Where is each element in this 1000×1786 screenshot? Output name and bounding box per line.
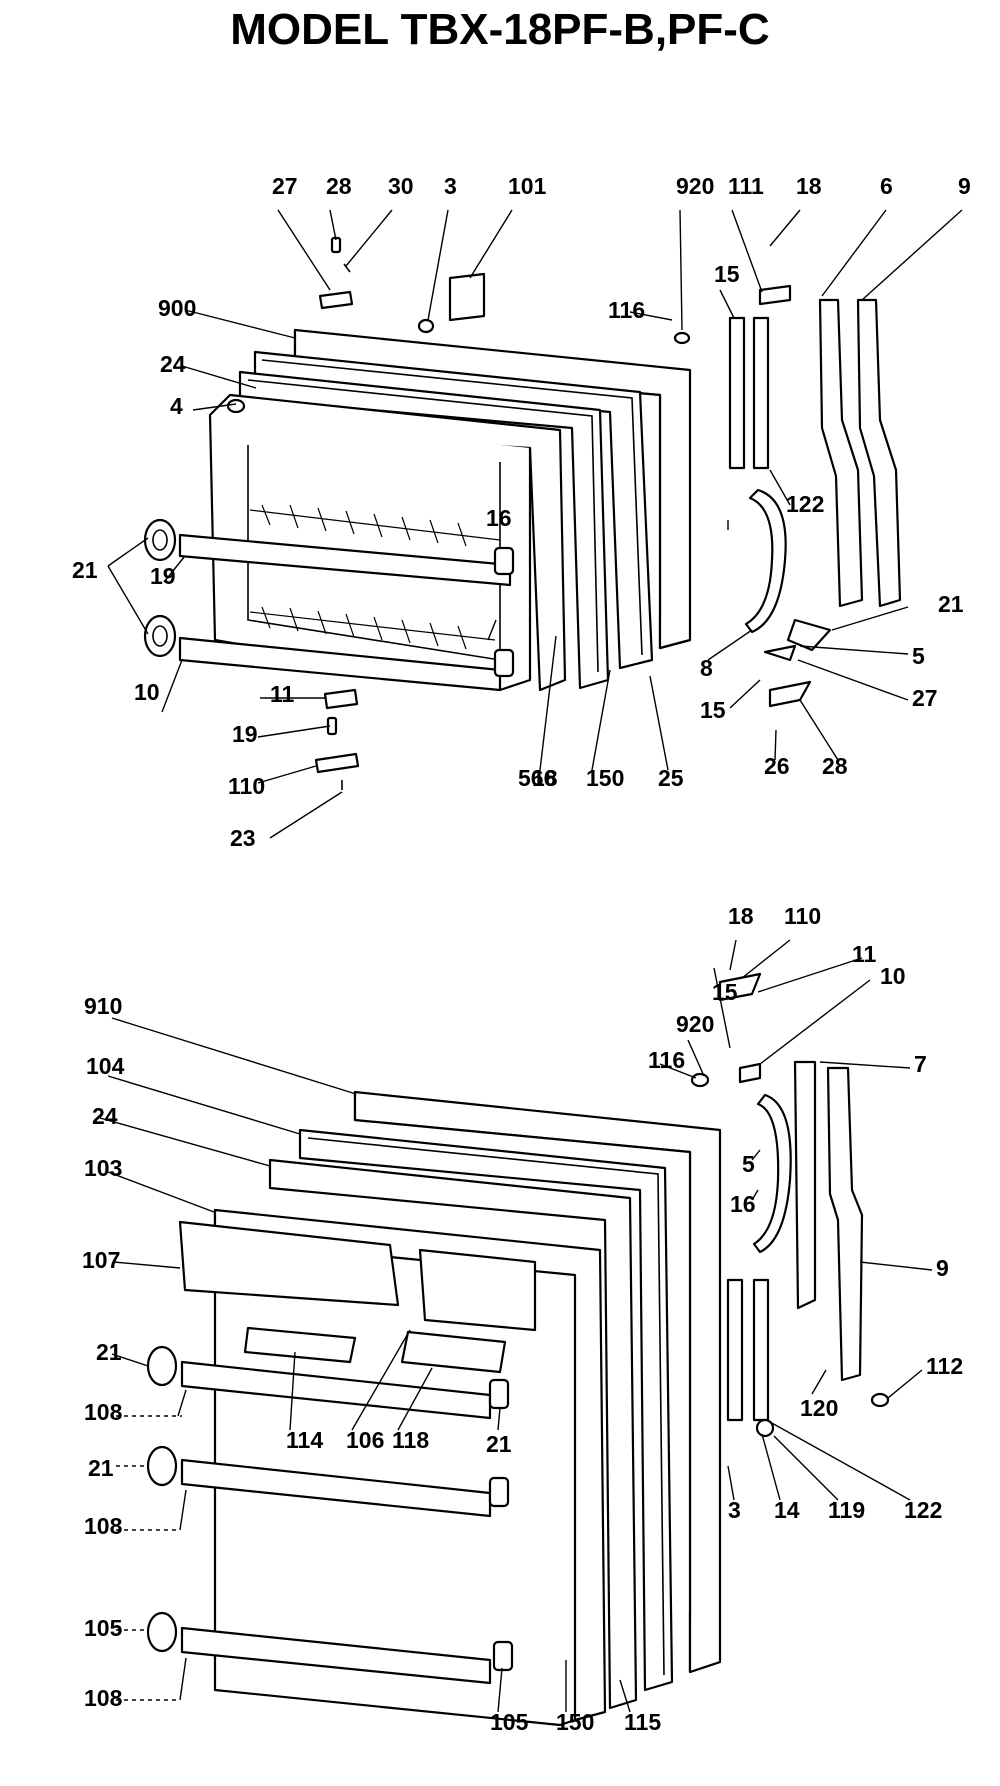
fresh-food-door-assembly <box>146 972 890 1727</box>
freezer-callout-116: 116 <box>608 297 645 323</box>
freezer-callout-8: 8 <box>700 655 713 681</box>
fresh-food-callout-3: 3 <box>728 1497 741 1523</box>
fresh-food-callout-104: 104 <box>86 1053 125 1079</box>
freezer-door-assembly <box>143 236 902 790</box>
freezer-callout-25: 25 <box>658 765 684 791</box>
freezer-callout-111: 111 <box>728 173 764 199</box>
freezer-callout-4: 4 <box>170 393 183 419</box>
freezer-callout-900: 900 <box>158 295 196 321</box>
freezer-callout-3: 3 <box>444 173 457 199</box>
fresh-food-callout-120: 120 <box>800 1395 838 1421</box>
fresh-food-callout-9: 9 <box>936 1255 949 1281</box>
fresh-food-callout-105: 105 <box>84 1615 123 1641</box>
fresh-food-callout-24: 24 <box>92 1103 118 1129</box>
freezer-callout-21: 21 <box>72 557 98 583</box>
freezer-callout-566: 566 <box>518 765 556 791</box>
fresh-food-callout-108: 108 <box>84 1399 123 1425</box>
freezer-callout-23: 23 <box>230 825 256 851</box>
fresh-food-callout-920: 920 <box>676 1011 714 1037</box>
fresh-food-callout-106: 106 <box>346 1427 384 1453</box>
fresh-food-callout-910: 910 <box>84 993 122 1019</box>
freezer-callout-11: 11 <box>270 681 295 707</box>
freezer-callout-5: 5 <box>912 643 925 669</box>
fresh-food-callout-112: 112 <box>926 1353 963 1379</box>
fresh-food-callout-116: 116 <box>648 1047 685 1073</box>
freezer-callout-26: 26 <box>764 753 790 779</box>
freezer-callout-101: 101 <box>508 173 547 199</box>
fresh-food-callout-118: 118 <box>392 1427 429 1453</box>
freezer-callout-30: 30 <box>388 173 414 199</box>
fresh-food-callout-5: 5 <box>742 1151 755 1177</box>
fresh-food-callout-115: 115 <box>624 1709 661 1735</box>
diagram-title: MODEL TBX-18PF-B,PF-C <box>230 5 770 54</box>
freezer-callout-24: 24 <box>160 351 186 377</box>
freezer-callout-18: 18 <box>796 173 822 199</box>
freezer-callout-150: 150 <box>586 765 624 791</box>
fresh-food-callout-107: 107 <box>82 1247 120 1273</box>
fresh-food-callout-7: 7 <box>914 1051 927 1077</box>
freezer-callout-9: 9 <box>958 173 971 199</box>
fresh-food-callout-105: 105 <box>490 1709 529 1735</box>
fresh-food-callout-110: 110 <box>784 903 821 929</box>
fresh-food-callout-122: 122 <box>904 1497 942 1523</box>
fresh-food-callout-114: 114 <box>286 1427 323 1453</box>
freezer-callout-21: 21 <box>938 591 964 617</box>
fresh-food-callout-108: 108 <box>84 1513 123 1539</box>
fresh-food-callout-21: 21 <box>486 1431 512 1457</box>
fresh-food-callout-21: 21 <box>96 1339 122 1365</box>
freezer-callout-122: 122 <box>786 491 824 517</box>
fresh-food-callout-16: 16 <box>730 1191 756 1217</box>
freezer-callout-18: 18 <box>532 765 558 791</box>
fresh-food-callout-21: 21 <box>88 1455 114 1481</box>
freezer-callout-920: 920 <box>676 173 714 199</box>
freezer-callout-110: 110 <box>228 773 265 799</box>
fresh-food-callout-14: 14 <box>774 1497 800 1523</box>
leader-lines <box>99 209 963 1713</box>
fresh-food-callout-15: 15 <box>712 979 738 1005</box>
freezer-callout-15: 15 <box>714 261 740 287</box>
freezer-callout-27: 27 <box>912 685 938 711</box>
fresh-food-callout-103: 103 <box>84 1155 122 1181</box>
fresh-food-callout-10: 10 <box>880 963 906 989</box>
fresh-food-callout-11: 11 <box>852 941 877 967</box>
fresh-food-callout-18: 18 <box>728 903 754 929</box>
callouts-top: 27 28 30 3 101 920 111 18 6 9 900 116 24 4 15 122 21 19 16… <box>72 173 971 851</box>
freezer-callout-28: 28 <box>822 753 848 779</box>
freezer-callout-6: 6 <box>880 173 893 199</box>
freezer-callout-16: 16 <box>486 505 512 531</box>
fresh-food-callout-150: 150 <box>556 1709 594 1735</box>
fresh-food-callout-119: 119 <box>828 1497 865 1523</box>
freezer-callout-28: 28 <box>326 173 352 199</box>
freezer-callout-10: 10 <box>134 679 160 705</box>
freezer-callout-19: 19 <box>232 721 258 747</box>
freezer-callout-19: 19 <box>150 563 176 589</box>
freezer-callout-27: 27 <box>272 173 298 199</box>
fresh-food-callout-108: 108 <box>84 1685 123 1711</box>
freezer-callout-15: 15 <box>700 697 726 723</box>
